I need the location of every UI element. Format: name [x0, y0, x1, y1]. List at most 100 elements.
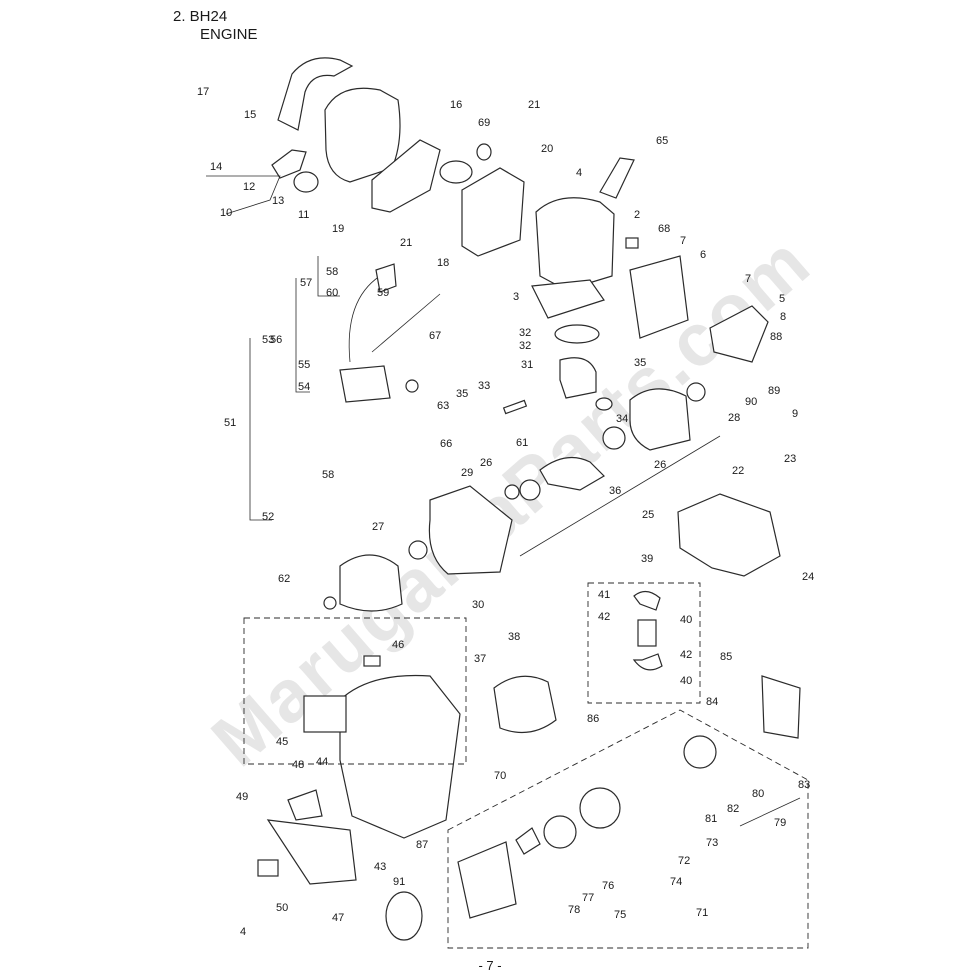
callout-41: 41	[598, 589, 610, 601]
gasket-19	[371, 139, 441, 213]
bracket-51	[249, 338, 272, 521]
callout-50: 50	[276, 902, 288, 914]
callout-5: 5	[779, 293, 785, 305]
callout-12: 12	[243, 181, 255, 193]
callout-20: 20	[541, 143, 553, 155]
callout-65: 65	[656, 135, 668, 147]
callout-21: 21	[400, 237, 412, 249]
clutch-shoe-40-upper	[633, 590, 661, 611]
carburetor-5	[709, 305, 769, 363]
callout-22: 22	[732, 465, 744, 477]
callout-33: 33	[478, 380, 490, 392]
diagram-number: 2. BH24	[173, 8, 228, 25]
callout-44: 44	[316, 756, 328, 768]
callout-85: 85	[720, 651, 732, 663]
callout-56: 56	[270, 334, 282, 346]
air-cleaner-43	[339, 674, 461, 839]
callout-46: 46	[392, 639, 404, 651]
oil-seal-28	[686, 382, 706, 402]
callout-4: 4	[576, 167, 582, 179]
bracket-48	[287, 789, 323, 821]
callout-72: 72	[678, 855, 690, 867]
callout-52: 52	[262, 511, 274, 523]
fan-housing-22	[677, 493, 781, 577]
callout-7: 7	[745, 273, 751, 285]
callout-17: 17	[197, 86, 209, 98]
callout-28: 28	[728, 412, 740, 424]
callout-69: 69	[478, 117, 490, 129]
callout-68: 68	[658, 223, 670, 235]
callout-62: 62	[278, 573, 290, 585]
callout-71: 71	[696, 907, 708, 919]
callout-35: 35	[456, 388, 468, 400]
callout-89: 89	[768, 385, 780, 397]
callout-48: 48	[292, 759, 304, 771]
callout-25: 25	[642, 509, 654, 521]
clutch-plate	[637, 619, 657, 647]
callout-42: 42	[680, 649, 692, 661]
muffler-11	[324, 87, 401, 183]
callout-58: 58	[322, 469, 334, 481]
callout-66: 66	[440, 438, 452, 450]
callout-67: 67	[429, 330, 441, 342]
callout-51: 51	[224, 417, 236, 429]
callout-23: 23	[784, 453, 796, 465]
heat-shield-18	[461, 167, 525, 257]
callout-81: 81	[705, 813, 717, 825]
callout-84: 84	[706, 696, 718, 708]
callout-57: 57	[300, 277, 312, 289]
bracket-53	[295, 278, 310, 393]
callout-60: 60	[326, 287, 338, 299]
callout-45: 45	[276, 736, 288, 748]
callout-43: 43	[374, 861, 386, 873]
callout-16: 16	[450, 99, 462, 111]
spring-50	[257, 859, 279, 877]
reel-72	[579, 787, 621, 829]
ratchet-80	[683, 735, 717, 769]
flywheel-52	[339, 554, 403, 612]
callout-91: 91	[393, 876, 405, 888]
air-cleaner-group-box	[243, 617, 467, 765]
callout-32: 32	[519, 327, 531, 339]
high-tension-cord-56	[348, 275, 381, 363]
screen-13	[293, 171, 319, 193]
callout-32: 32	[519, 340, 531, 352]
callout-11: 11	[298, 209, 309, 221]
callout-83: 83	[798, 779, 810, 791]
muffler-cover-15	[277, 57, 354, 131]
gasket-16	[439, 160, 473, 184]
callout-42: 42	[598, 611, 610, 623]
callout-77: 77	[582, 892, 594, 904]
callout-74: 74	[670, 876, 682, 888]
ignition-coil-53	[339, 365, 391, 403]
callout-82: 82	[727, 803, 739, 815]
starter-case-71	[457, 841, 517, 919]
callout-8: 8	[780, 311, 786, 323]
callout-21: 21	[528, 99, 540, 111]
callout-35: 35	[634, 357, 646, 369]
callout-3: 3	[513, 291, 519, 303]
callout-6: 6	[700, 249, 706, 261]
crankcase-half-upper	[629, 388, 691, 451]
callout-61: 61	[516, 437, 528, 449]
handle-76	[515, 827, 541, 855]
bracket-57	[317, 256, 340, 297]
callout-63: 63	[437, 400, 449, 412]
callout-47: 47	[332, 912, 344, 924]
callout-59: 59	[377, 287, 389, 299]
clutch-37	[493, 675, 557, 734]
callout-90: 90	[745, 396, 757, 408]
callout-87: 87	[416, 839, 428, 851]
clutch-group-box	[587, 582, 701, 704]
callout-37: 37	[474, 653, 486, 665]
callout-27: 27	[372, 521, 384, 533]
bracket-10	[206, 175, 281, 215]
piston-31	[559, 357, 597, 399]
callout-40: 40	[680, 614, 692, 626]
callout-2: 2	[634, 209, 640, 221]
nut-62	[323, 596, 337, 610]
needle-bearing-34	[595, 397, 613, 411]
callout-80: 80	[752, 788, 764, 800]
